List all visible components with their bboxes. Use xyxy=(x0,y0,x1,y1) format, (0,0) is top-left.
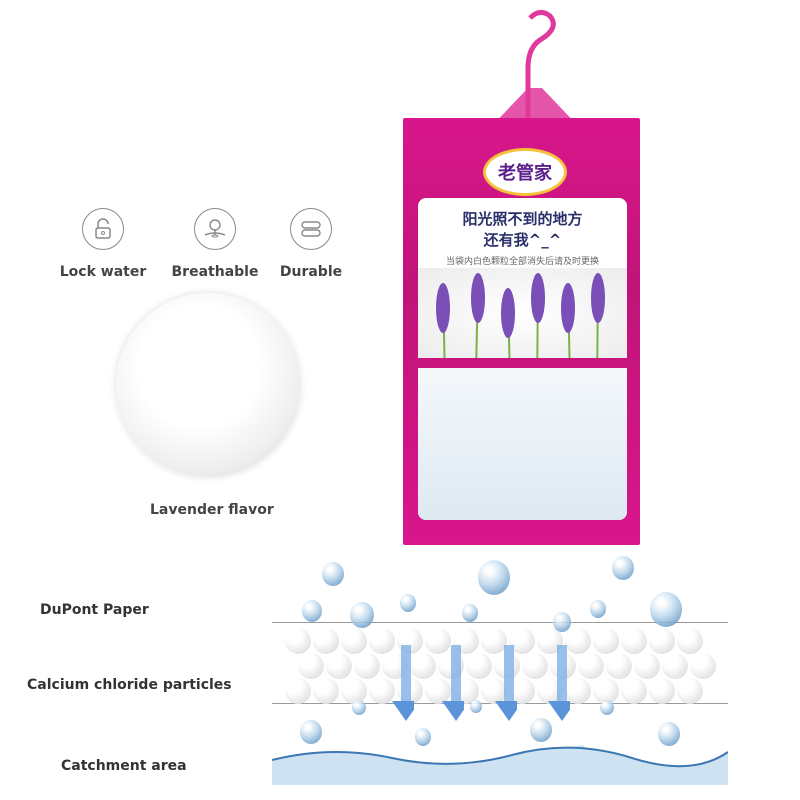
feature-label: Lock water xyxy=(59,264,147,280)
breathable-icon xyxy=(194,208,236,250)
particle-ball xyxy=(410,653,436,679)
particle-ball xyxy=(662,653,688,679)
feature-lock-water: Lock water xyxy=(48,208,158,280)
water-drop xyxy=(478,560,510,596)
particle-ball xyxy=(593,678,619,704)
particle-ball xyxy=(634,653,660,679)
divider xyxy=(418,358,627,368)
layer-label-catchment: Catchment area xyxy=(61,758,187,774)
particle-ball xyxy=(565,678,591,704)
particle-ball xyxy=(341,678,367,704)
water-drop xyxy=(352,700,366,716)
water-drop xyxy=(553,612,571,632)
water-drop xyxy=(470,700,482,714)
water-drop xyxy=(650,592,682,628)
water-drop xyxy=(612,556,634,581)
lavender-image xyxy=(418,268,627,519)
particle-ball xyxy=(354,653,380,679)
arrow-down-icon xyxy=(495,645,517,721)
particle-ball xyxy=(593,628,619,654)
particle-ball xyxy=(578,653,604,679)
particle-ball xyxy=(466,653,492,679)
particle-ball xyxy=(285,678,311,704)
water-drop xyxy=(590,600,606,618)
feature-durable: Durable xyxy=(256,208,366,280)
lock-icon xyxy=(82,208,124,250)
bag-window: 阳光照不到的地方还有我^_^ 当袋内白色颗粒全部消失后请及时更换 xyxy=(418,198,627,520)
particle-ball xyxy=(522,653,548,679)
layers-icon xyxy=(290,208,332,250)
feature-label: Durable xyxy=(279,264,343,280)
feature-label: Breathable xyxy=(171,264,259,280)
water-drop xyxy=(530,718,552,743)
product-bag: 老管家 阳光照不到的地方还有我^_^ 当袋内白色颗粒全部消失后请及时更换 xyxy=(403,118,640,545)
flavor-label: Lavender flavor xyxy=(150,502,274,518)
particle-ball xyxy=(326,653,352,679)
particle-ball xyxy=(565,628,591,654)
water-layer xyxy=(418,368,627,520)
particle-ball xyxy=(369,678,395,704)
particle-ball xyxy=(313,678,339,704)
particle-ball xyxy=(425,678,451,704)
arrow-down-icon xyxy=(442,645,464,721)
brand-logo: 老管家 xyxy=(483,148,567,196)
water-drop xyxy=(462,604,478,622)
water-drop xyxy=(322,562,344,587)
water-drop xyxy=(300,720,322,745)
headline: 阳光照不到的地方还有我^_^ xyxy=(462,210,583,249)
paper-line-top xyxy=(272,622,728,623)
particle-ball xyxy=(369,628,395,654)
particle-ball xyxy=(677,678,703,704)
water-drop xyxy=(658,722,680,747)
particle-ball xyxy=(621,628,647,654)
particle-ball xyxy=(481,678,507,704)
feature-breathable: Breathable xyxy=(160,208,270,280)
water-drop xyxy=(350,602,374,629)
particle-ball xyxy=(425,628,451,654)
catchment-water xyxy=(272,746,728,785)
layer-label-paper: DuPont Paper xyxy=(40,602,149,618)
particle-ball xyxy=(285,628,311,654)
particle-ball xyxy=(298,653,324,679)
arrow-down-icon xyxy=(548,645,570,721)
particle-ball xyxy=(341,628,367,654)
water-drop xyxy=(415,728,431,746)
particle-ball xyxy=(606,653,632,679)
replace-note: 当袋内白色颗粒全部消失后请及时更换 xyxy=(445,257,599,267)
arrow-down-icon xyxy=(392,645,414,721)
particle-ball xyxy=(649,678,675,704)
particle-sphere xyxy=(116,293,300,477)
particle-ball xyxy=(481,628,507,654)
particle-ball xyxy=(690,653,716,679)
water-drop xyxy=(302,600,322,622)
water-drop xyxy=(400,594,416,612)
particle-ball xyxy=(313,628,339,654)
particle-ball xyxy=(621,678,647,704)
layer-label-particles: Calcium chloride particles xyxy=(27,677,232,693)
particle-ball xyxy=(677,628,703,654)
water-drop xyxy=(600,700,614,716)
particle-ball xyxy=(649,628,675,654)
